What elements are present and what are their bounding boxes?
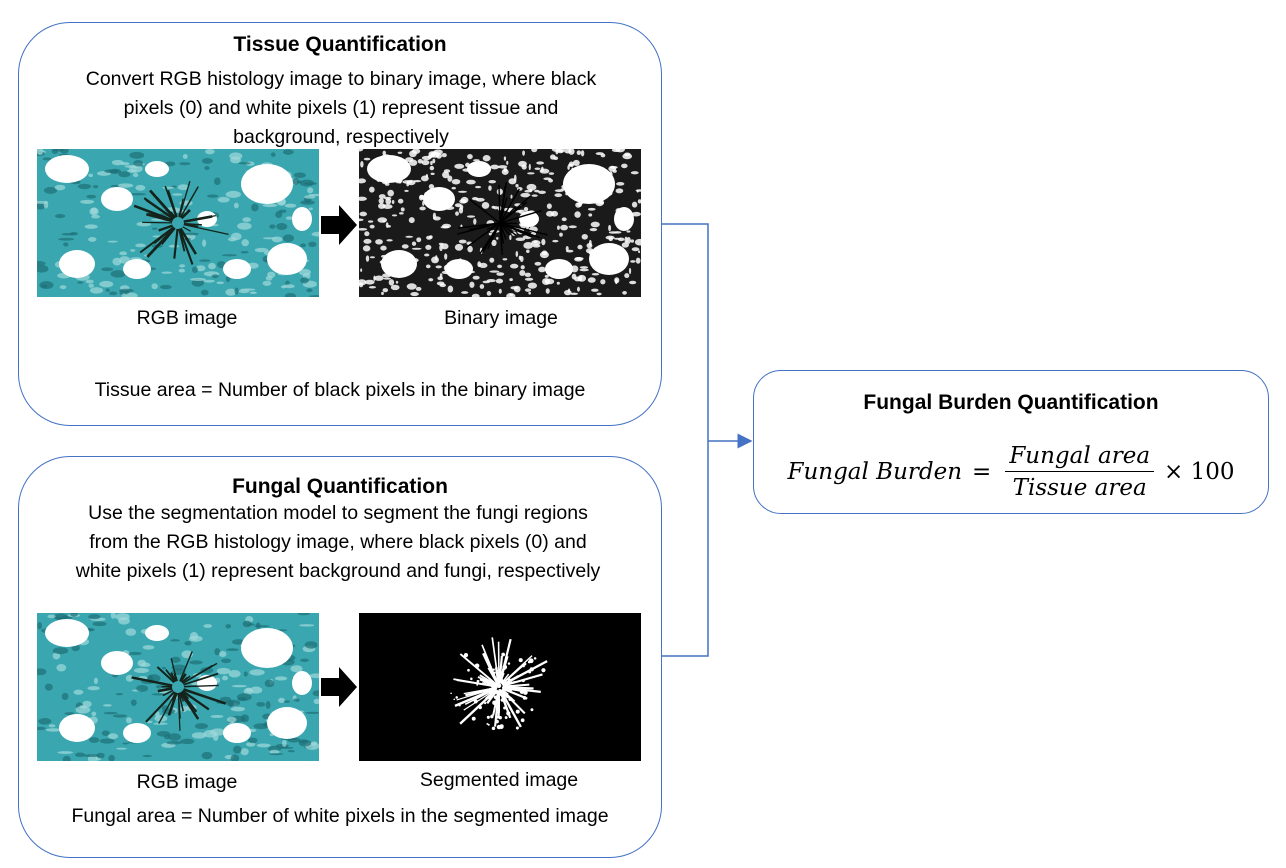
tissue-panel-title: Tissue Quantification xyxy=(233,33,447,56)
right-arrow-icon xyxy=(321,667,357,707)
fungal-burden-panel: Fungal Burden Quantification Fungal Burd… xyxy=(753,370,1269,514)
fungal-quantification-panel: Fungal Quantification Use the segmentati… xyxy=(18,456,662,858)
burden-panel-title: Fungal Burden Quantification xyxy=(863,391,1159,414)
tissue-binary-caption: Binary image xyxy=(444,307,558,329)
fungal-rgb-image xyxy=(37,613,319,761)
formula-lhs: Fungal Burden xyxy=(787,459,963,485)
fungal-area-definition: Fungal area = Number of white pixels in … xyxy=(71,805,609,827)
tissue-area-definition: Tissue area = Number of black pixels in … xyxy=(94,379,586,401)
formula-fraction: Fungal area Tissue area xyxy=(1005,443,1155,501)
tissue-quantification-panel: Tissue Quantification Convert RGB histol… xyxy=(18,22,662,426)
fungal-segmented-image xyxy=(359,613,641,761)
formula-denominator: Tissue area xyxy=(1012,475,1147,501)
connector-fungal xyxy=(662,441,709,657)
right-arrow-icon xyxy=(321,205,357,245)
tissue-panel-description: Convert RGB histology image to binary im… xyxy=(85,68,597,148)
tissue-binary-image xyxy=(359,149,641,297)
fungal-segmented-caption: Segmented image xyxy=(419,769,579,791)
fungal-rgb-caption: RGB image xyxy=(136,771,238,793)
formula-numerator: Fungal area xyxy=(1005,443,1155,472)
fungal-panel-description: Use the segmentation model to segment th… xyxy=(75,502,601,582)
connector-tissue xyxy=(662,223,709,441)
fungal-burden-formula: Fungal Burden = Fungal area Tissue area … xyxy=(754,443,1268,501)
formula-equals: = xyxy=(972,459,992,485)
formula-multiplier: × 100 xyxy=(1164,459,1235,485)
tissue-rgb-caption: RGB image xyxy=(136,307,238,329)
tissue-rgb-image xyxy=(37,149,319,297)
fungal-panel-title: Fungal Quantification xyxy=(232,475,448,498)
